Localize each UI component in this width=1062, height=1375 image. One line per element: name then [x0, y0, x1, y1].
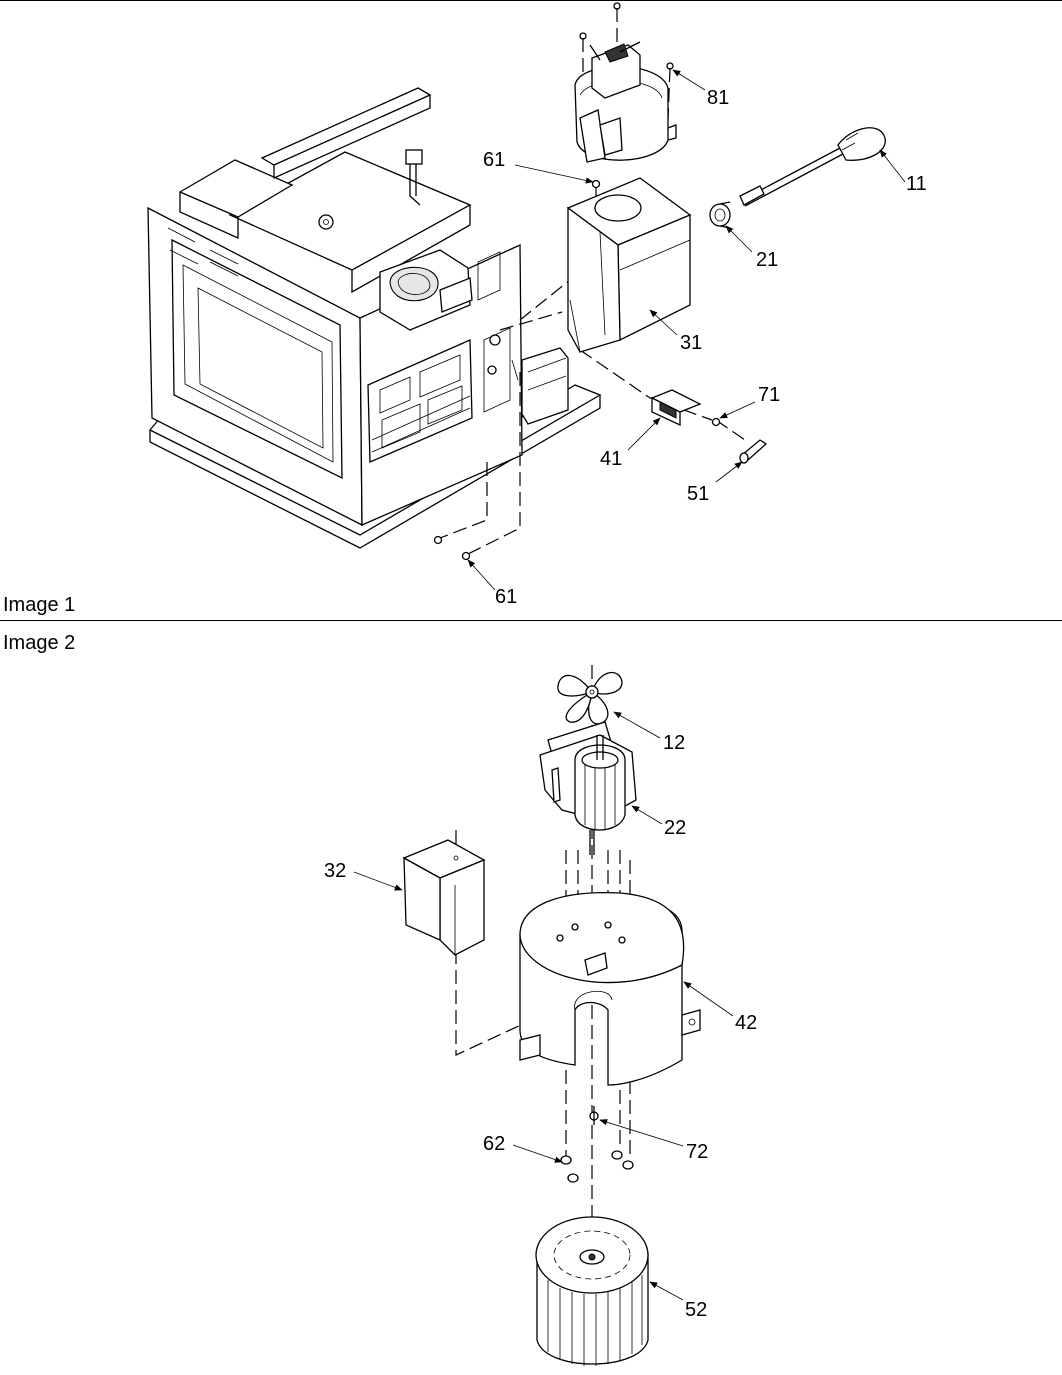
callouts-image-1: 81 61 11 21 31 71 41 51 61 [483, 87, 927, 608]
panel-label-image-1: Image 1 [3, 594, 76, 616]
callout-61-lower: 61 [495, 586, 517, 608]
callout-81: 81 [707, 87, 729, 109]
leader-lines-image-1 [467, 69, 906, 591]
callout-22: 22 [664, 817, 686, 839]
callout-61-upper: 61 [483, 149, 505, 171]
part-42-blower-housing [519, 891, 701, 1086]
part-11-power-cord [739, 127, 886, 207]
part-12-fan-blade [557, 672, 623, 725]
callout-12: 12 [663, 732, 685, 754]
panel-divider-line [0, 620, 1062, 621]
callout-21: 21 [756, 249, 778, 271]
screws-image-1 [433, 179, 768, 561]
part-31-duct-housing [566, 177, 692, 353]
callout-41: 41 [600, 448, 622, 470]
callout-72: 72 [686, 1141, 708, 1163]
callout-31: 31 [680, 332, 702, 354]
callout-62: 62 [483, 1133, 505, 1155]
screws-image-2 [560, 1106, 634, 1183]
callout-71: 71 [758, 384, 780, 406]
panel-label-image-2: Image 2 [3, 632, 76, 654]
callout-42: 42 [735, 1012, 757, 1034]
callout-32: 32 [324, 860, 346, 882]
part-81-blower-assembly [574, 2, 677, 163]
leader-lines-image-2 [353, 711, 734, 1301]
callout-52: 52 [685, 1299, 707, 1321]
callout-51: 51 [687, 483, 709, 505]
part-41-bracket [650, 389, 702, 427]
part-22-fan-motor [539, 721, 637, 855]
part-32-shield-bracket [402, 839, 486, 956]
callouts-image-2: 12 22 32 42 62 72 52 [324, 732, 757, 1321]
microwave-chassis [147, 87, 602, 549]
top-border-line [0, 0, 1062, 1]
part-52-blower-wheel [535, 1216, 649, 1366]
part-21-grommet [709, 201, 731, 229]
callout-11: 11 [906, 173, 927, 195]
